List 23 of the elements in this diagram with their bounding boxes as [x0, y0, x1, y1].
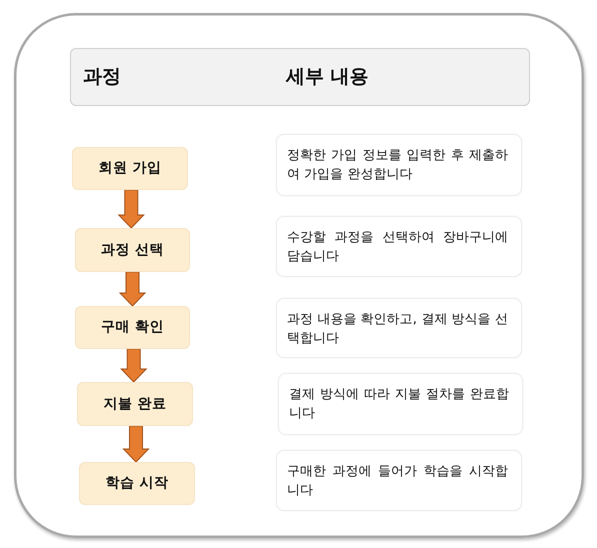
- step-label: 지불 완료: [103, 396, 167, 412]
- description-text: 구매한 과정에 들어가 학습을 시작합니다: [287, 463, 508, 500]
- arrow: [118, 190, 145, 229]
- step-box: [75, 228, 190, 272]
- step-label: 구매 확인: [100, 319, 164, 336]
- description-text: 정확한 가입 정보를 입력한 후 제출하여 가입을 완성합니다: [287, 147, 508, 184]
- arrow: [122, 426, 150, 463]
- step-box: [72, 147, 188, 190]
- description-text: 수강할 과정을 선택하여 장바구니에 담습니다: [287, 229, 508, 266]
- arrow: [120, 348, 148, 383]
- description-text: 결제 방식에 따라 지불 절차를 완료합니다: [289, 386, 509, 423]
- step-box: [75, 306, 190, 349]
- rounded-frame: [14, 13, 584, 538]
- step-box: [77, 382, 193, 426]
- arrow: [118, 272, 146, 307]
- step-box: [79, 462, 195, 505]
- step-label: 회원 가입: [98, 160, 162, 177]
- description-text: 과정 내용을 확인하고, 결제 방식을 선택합니다: [287, 311, 508, 348]
- step-label: 학습 시작: [105, 475, 169, 492]
- column-heading: 세부 내용: [286, 66, 369, 88]
- step-label: 과정 선택: [100, 242, 164, 258]
- header-bar: [70, 48, 530, 106]
- column-heading: 과정: [83, 66, 121, 88]
